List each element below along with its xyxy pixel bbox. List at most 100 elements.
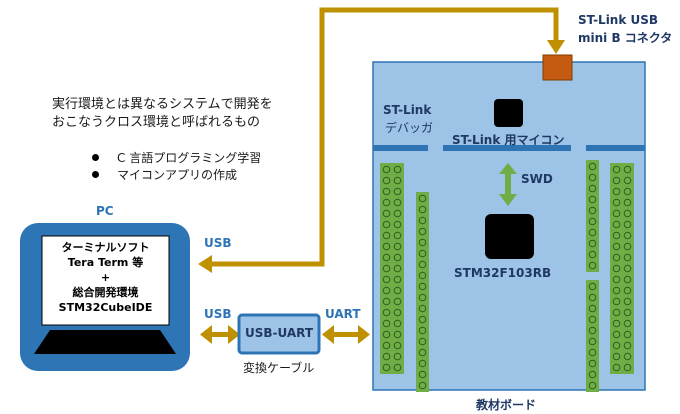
pin-hole: [382, 209, 391, 218]
pin-hole: [623, 242, 632, 251]
stlink-area-label-line-1: ST-Link: [383, 103, 432, 117]
header-right-single-bottom: [586, 280, 599, 392]
pin-hole: [418, 304, 427, 313]
pin-hole: [588, 315, 597, 324]
header-right-single-top: [586, 160, 599, 272]
pin-hole: [382, 253, 391, 262]
usb-uart-label: USB-UART: [244, 326, 314, 340]
pin-hole: [418, 216, 427, 225]
connector-label-line-1: ST-Link USB: [578, 13, 659, 27]
stlink-mcu-chip: [494, 99, 523, 127]
pin-hole: [588, 217, 597, 226]
pin-hole: [393, 242, 402, 251]
pin-hole: [393, 198, 402, 207]
pin-hole: [623, 253, 632, 262]
uart-label: UART: [325, 307, 361, 321]
pin-hole: [382, 220, 391, 229]
pin-hole: [623, 352, 632, 361]
pin-hole: [393, 330, 402, 339]
pin-hole: [588, 381, 597, 390]
pin-hole: [382, 297, 391, 306]
pin-hole: [382, 352, 391, 361]
pin-hole: [623, 330, 632, 339]
feature-list: C 言語プログラミング学習 マイコンアプリの作成: [92, 150, 261, 184]
pc-screen-text: ターミナルソフト Tera Term 等 + 総合開発環境 STM32CubeI…: [42, 240, 169, 315]
pin-hole: [418, 282, 427, 291]
pin-hole: [588, 173, 597, 182]
pin-hole: [382, 176, 391, 185]
usb-uart-box: [237, 313, 321, 355]
pin-hole: [382, 187, 391, 196]
pin-hole: [588, 282, 597, 291]
pin-hole: [588, 184, 597, 193]
pin-hole: [623, 198, 632, 207]
pin-header-body: [586, 280, 599, 392]
pin-hole: [382, 242, 391, 251]
pin-hole: [623, 209, 632, 218]
pin-hole: [418, 271, 427, 280]
pin-hole: [588, 293, 597, 302]
pin-hole: [382, 319, 391, 328]
pin-header-body: [380, 163, 404, 374]
pin-hole: [623, 165, 632, 174]
pin-hole: [588, 162, 597, 171]
pin-hole: [418, 260, 427, 269]
pin-hole: [588, 250, 597, 259]
stlink-area-label-line-2: デバッガ: [385, 121, 434, 135]
pin-hole: [418, 205, 427, 214]
header-right-double: [610, 163, 634, 374]
pin-hole: [382, 231, 391, 240]
pc-keyboard: [34, 330, 176, 354]
bullet-dot-icon: [92, 171, 99, 178]
pin-hole: [612, 264, 621, 273]
pin-hole: [612, 165, 621, 174]
pin-hole: [382, 363, 391, 372]
pin-hole: [393, 319, 402, 328]
connector-label-line-2: mini B コネクタ: [578, 31, 673, 45]
pc-screen: [41, 235, 170, 326]
pin-hole: [612, 242, 621, 251]
pin-hole: [393, 308, 402, 317]
pin-hole: [588, 228, 597, 237]
board-label: 教材ボード: [476, 398, 537, 412]
pin-hole: [382, 275, 391, 284]
pin-hole: [588, 195, 597, 204]
pin-hole: [393, 363, 402, 372]
pin-hole: [418, 359, 427, 368]
pin-header-body: [416, 192, 429, 304]
pin-hole: [418, 293, 427, 302]
pin-hole: [418, 238, 427, 247]
pin-hole: [623, 275, 632, 284]
usb-bottom-label: USB: [204, 307, 232, 321]
screen-line: STM32CubeIDE: [58, 301, 153, 314]
pin-hole: [623, 363, 632, 372]
screen-line: Tera Term 等: [67, 256, 144, 269]
pin-hole: [418, 326, 427, 335]
pin-hole: [612, 297, 621, 306]
description-line-2: おこなうクロス環境と呼ばれるもの: [52, 115, 261, 130]
pin-hole: [382, 264, 391, 273]
pin-header-body: [416, 302, 429, 392]
pin-hole: [393, 275, 402, 284]
pin-hole: [623, 231, 632, 240]
feature-item: C 言語プログラミング学習: [92, 150, 261, 167]
pin-hole: [393, 286, 402, 295]
bullet-dot-icon: [92, 154, 99, 161]
pin-hole: [612, 176, 621, 185]
pin-hole: [393, 165, 402, 174]
pin-hole: [612, 286, 621, 295]
pin-hole: [393, 220, 402, 229]
pin-hole: [612, 253, 621, 262]
pin-hole: [588, 348, 597, 357]
screen-line: 総合開発環境: [72, 286, 139, 299]
pin-hole: [393, 264, 402, 273]
pin-hole: [623, 341, 632, 350]
pin-hole: [612, 187, 621, 196]
screen-line: +: [100, 271, 111, 284]
pin-hole: [612, 220, 621, 229]
screen-line: ターミナルソフト: [61, 241, 150, 254]
pin-hole: [612, 308, 621, 317]
pin-hole: [623, 297, 632, 306]
uart-cable-right: [322, 325, 370, 344]
